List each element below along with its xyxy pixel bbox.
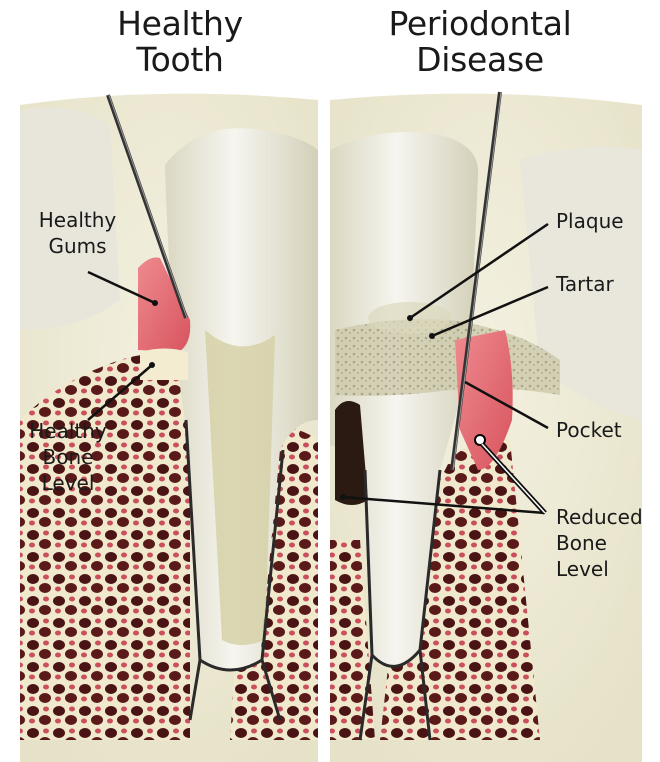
label-line: Bone [18,444,118,470]
label-pocket: Pocket [556,417,622,443]
label-line: Level [18,470,118,496]
label-line: Bone [556,530,643,556]
plaque-dot [407,315,413,321]
label-healthy-bone-level: Healthy Bone Level [18,418,118,496]
label-tartar: Tartar [556,271,614,297]
label-line: Healthy [30,207,125,233]
label-line: Reduced [556,504,643,530]
label-plaque: Plaque [556,208,624,234]
healthy-bone-dot [149,362,155,368]
label-healthy-gums: Healthy Gums [30,207,125,259]
label-line: Level [556,556,643,582]
label-reduced-bone-level: Reduced Bone Level [556,504,643,582]
label-line: Gums [30,233,125,259]
panel-divider [318,90,330,762]
healthy-bone [20,353,190,740]
tartar-dot [429,333,435,339]
label-line: Healthy [18,418,118,444]
healthy-gums-dot [152,300,158,306]
reduced-bone-dot [340,494,346,500]
